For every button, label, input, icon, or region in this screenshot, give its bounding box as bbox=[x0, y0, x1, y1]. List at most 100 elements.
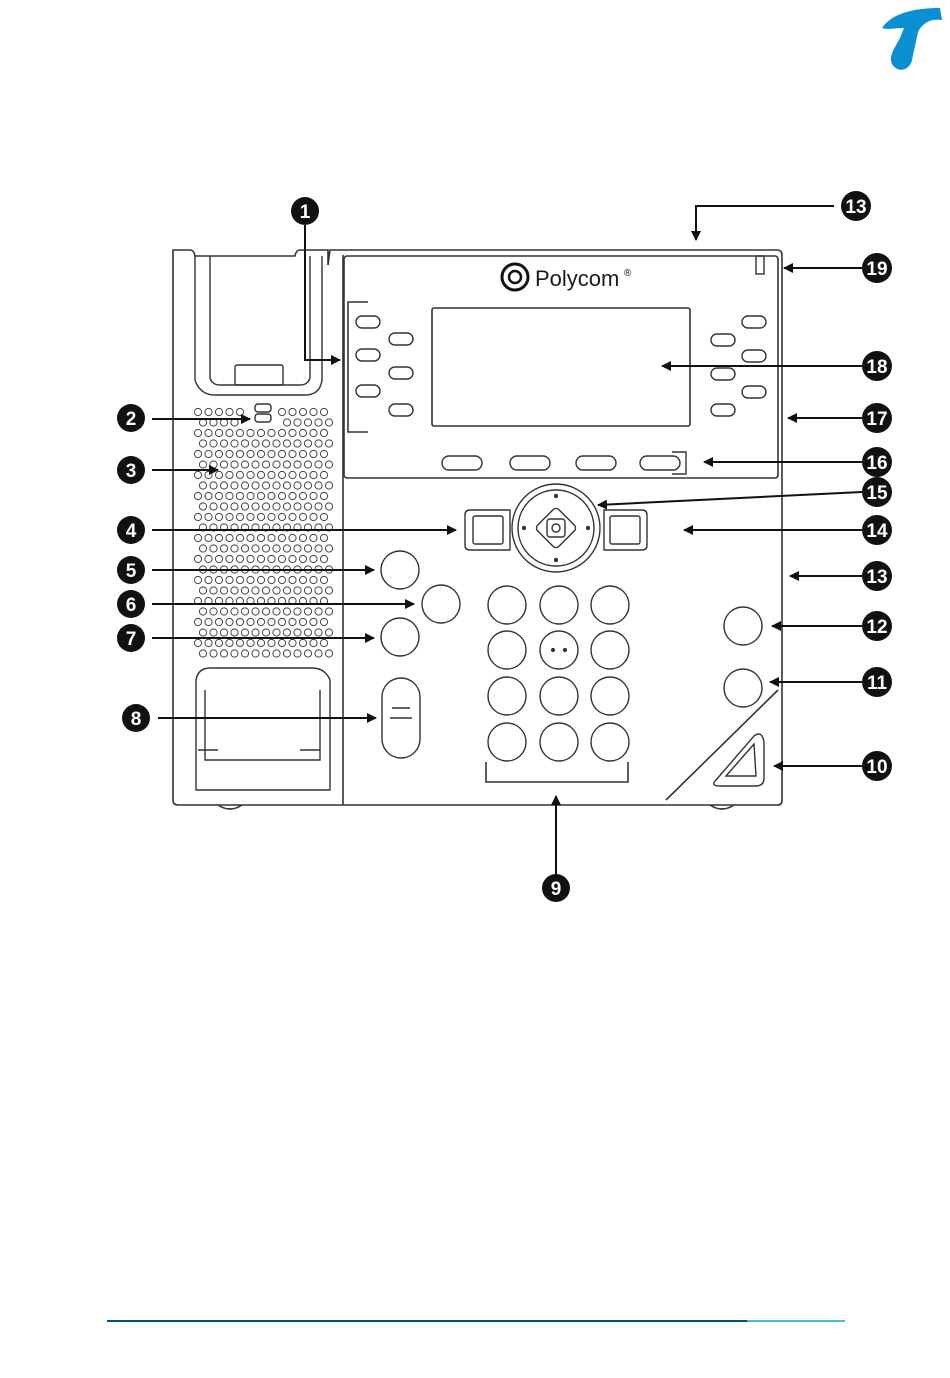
svg-text:18: 18 bbox=[866, 357, 887, 378]
grille-hole bbox=[262, 482, 269, 489]
grille-hole bbox=[320, 639, 327, 646]
callout-3: 3 bbox=[117, 456, 145, 484]
grille-hole bbox=[194, 555, 201, 562]
grille-hole bbox=[215, 513, 222, 520]
grille-hole bbox=[257, 618, 264, 625]
grille-hole bbox=[262, 650, 269, 657]
grille-hole bbox=[252, 482, 259, 489]
handset-cradle bbox=[195, 256, 330, 790]
grille-hole bbox=[325, 440, 332, 447]
grille-hole bbox=[278, 492, 285, 499]
grille-hole bbox=[236, 534, 243, 541]
grille-hole bbox=[289, 639, 296, 646]
grille-hole bbox=[310, 492, 317, 499]
grille-hole bbox=[320, 471, 327, 478]
svg-text:16: 16 bbox=[866, 453, 887, 474]
grille-hole bbox=[294, 545, 301, 552]
grille-hole bbox=[299, 492, 306, 499]
grille-hole bbox=[268, 576, 275, 583]
grille-hole bbox=[247, 618, 254, 625]
button-7 bbox=[381, 618, 419, 656]
grille-hole bbox=[205, 429, 212, 436]
grille-hole bbox=[315, 650, 322, 657]
svg-text:11: 11 bbox=[867, 673, 888, 694]
grille-hole bbox=[268, 618, 275, 625]
grille-hole bbox=[236, 429, 243, 436]
grille-hole bbox=[241, 587, 248, 594]
button-5 bbox=[381, 551, 419, 589]
grille-hole bbox=[215, 450, 222, 457]
line-key bbox=[711, 368, 735, 380]
callout-6: 6 bbox=[117, 590, 145, 618]
grille-hole bbox=[231, 440, 238, 447]
callout-14: 14 bbox=[862, 515, 892, 545]
grille-hole bbox=[262, 545, 269, 552]
grille-hole bbox=[273, 461, 280, 468]
grille-hole bbox=[247, 429, 254, 436]
grille-hole bbox=[215, 576, 222, 583]
grille-hole bbox=[241, 482, 248, 489]
grille-hole bbox=[252, 461, 259, 468]
grille-hole bbox=[210, 608, 217, 615]
grille-hole bbox=[304, 629, 311, 636]
grille-hole bbox=[310, 408, 317, 415]
line-key bbox=[711, 334, 735, 346]
grille-hole bbox=[294, 608, 301, 615]
grille-hole bbox=[231, 608, 238, 615]
grille-hole bbox=[325, 608, 332, 615]
grille-hole bbox=[278, 471, 285, 478]
grille-hole bbox=[278, 450, 285, 457]
grille-hole bbox=[283, 440, 290, 447]
grille-hole bbox=[262, 629, 269, 636]
grille-hole bbox=[278, 639, 285, 646]
grille-hole bbox=[283, 461, 290, 468]
grille-hole bbox=[278, 576, 285, 583]
grille-hole bbox=[273, 440, 280, 447]
dialpad-key bbox=[488, 631, 526, 669]
footer-rule-dark bbox=[107, 1320, 747, 1322]
grille-hole bbox=[215, 639, 222, 646]
grille-hole bbox=[262, 461, 269, 468]
grille-hole bbox=[205, 639, 212, 646]
grille-hole bbox=[194, 618, 201, 625]
grille-hole bbox=[278, 555, 285, 562]
grille-hole bbox=[241, 650, 248, 657]
svg-text:7: 7 bbox=[126, 629, 137, 650]
grille-hole bbox=[283, 650, 290, 657]
callout-2: 2 bbox=[117, 404, 145, 432]
svg-text:15: 15 bbox=[866, 483, 888, 504]
grille-hole bbox=[294, 482, 301, 489]
grille-hole bbox=[268, 555, 275, 562]
dialpad-key bbox=[540, 586, 578, 624]
grille-hole bbox=[320, 576, 327, 583]
grille-hole bbox=[268, 429, 275, 436]
grille-hole bbox=[205, 471, 212, 478]
grille-hole bbox=[247, 450, 254, 457]
grille-hole bbox=[210, 482, 217, 489]
grille-hole bbox=[205, 534, 212, 541]
grille-hole bbox=[304, 608, 311, 615]
grille-hole bbox=[310, 450, 317, 457]
button-12 bbox=[724, 607, 762, 645]
grille-hole bbox=[315, 419, 322, 426]
grille-hole bbox=[262, 587, 269, 594]
grille-hole bbox=[205, 492, 212, 499]
line-key bbox=[356, 316, 380, 328]
grille-hole bbox=[215, 408, 222, 415]
grille-hole bbox=[262, 608, 269, 615]
grille-hole bbox=[194, 450, 201, 457]
grille-hole bbox=[205, 618, 212, 625]
grille-hole bbox=[210, 629, 217, 636]
grille-hole bbox=[220, 503, 227, 510]
grille-hole bbox=[236, 555, 243, 562]
dialpad-key bbox=[591, 631, 629, 669]
line-key-bracket bbox=[348, 302, 368, 432]
grille-hole bbox=[247, 513, 254, 520]
grille-hole bbox=[325, 587, 332, 594]
grille-hole bbox=[299, 534, 306, 541]
grille-hole bbox=[194, 492, 201, 499]
soft-key bbox=[640, 456, 680, 470]
grille-hole bbox=[252, 440, 259, 447]
grille-hole bbox=[215, 555, 222, 562]
grille-hole bbox=[289, 618, 296, 625]
